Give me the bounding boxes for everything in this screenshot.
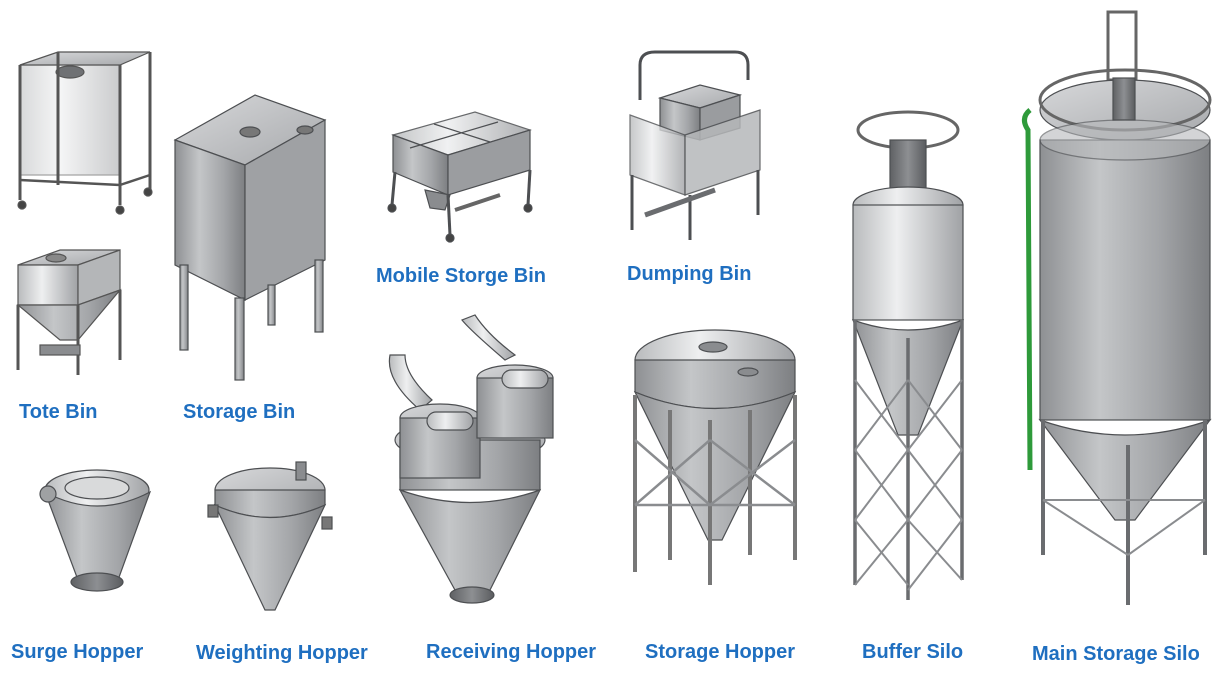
receiving-hopper-illustration [388,314,554,604]
label-main-storage-silo: Main Storage Silo [1032,643,1200,665]
label-storage-bin: Storage Bin [183,401,296,423]
label-surge-hopper: Surge Hopper [11,641,144,663]
main-storage-silo-illustration [1022,10,1212,605]
mobile-storage-bin-illustration [387,111,533,243]
label-storage-hopper: Storage Hopper [645,641,796,663]
label-buffer-silo: Buffer Silo [862,641,964,663]
label-tote-bin: Tote Bin [19,401,98,423]
weighting-hopper-illustration [207,461,333,611]
surge-hopper-illustration [39,469,152,592]
tote-bin-illustration [16,249,122,375]
tote-bin-frame-illustration [17,51,153,215]
storage-hopper-illustration [633,329,797,585]
storage-bin-illustration [173,94,327,381]
label-dumping-bin: Dumping Bin [627,263,752,285]
dumping-bin-illustration [629,50,761,240]
label-mobile-storage-bin: Mobile Storge Bin [376,265,546,287]
label-receiving-hopper: Receiving Hopper [426,641,597,663]
label-weighting-hopper: Weighting Hopper [196,642,368,664]
buffer-silo-illustration [851,110,965,600]
